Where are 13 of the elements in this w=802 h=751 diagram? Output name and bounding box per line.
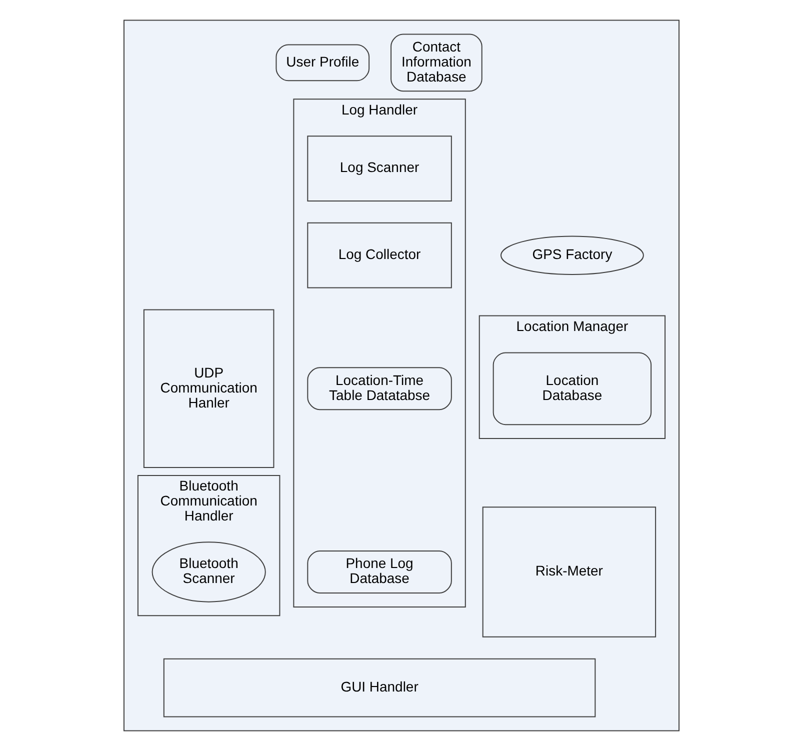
node-box: User Profile (275, 44, 370, 82)
node-ellipse: GPS Factory (500, 236, 644, 275)
node-box: Risk-Meter (482, 506, 656, 638)
node-box: Contact Information Database (390, 34, 482, 92)
node-box: UDP Communication Hanler (142, 309, 274, 468)
node-box: GUI Handler (162, 658, 596, 718)
node-box: Phone Log Database (306, 550, 452, 594)
node-ellipse: Bluetooth Scanner (151, 542, 266, 602)
cluster (122, 20, 680, 732)
node-box: Location Database (492, 352, 652, 426)
node-box: Log Scanner (306, 136, 452, 202)
node-box: Log Collector (306, 222, 452, 288)
node-box: Location-Time Table Datatabse (306, 367, 452, 410)
